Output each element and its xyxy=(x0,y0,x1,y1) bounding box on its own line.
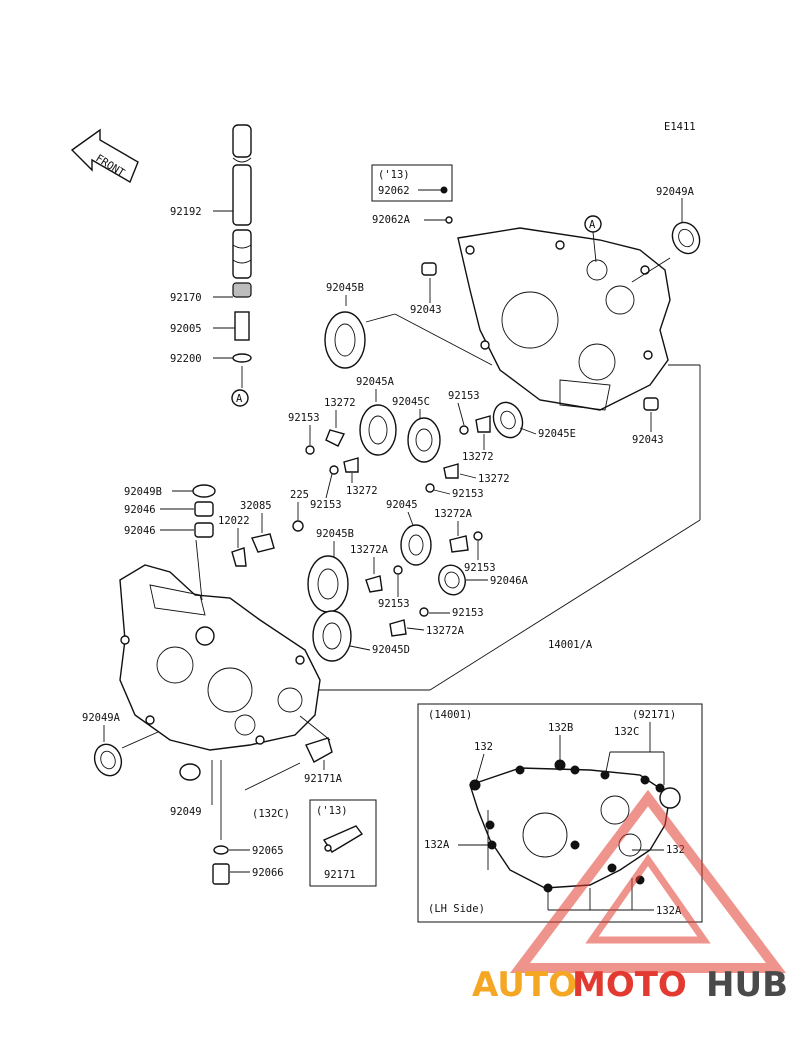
label-32085: 32085 xyxy=(240,500,272,512)
inset-132b: 132B xyxy=(548,722,573,734)
label-92192: 92192 xyxy=(170,206,202,218)
crankcase-right-half xyxy=(457,227,671,411)
label-12022: 12022 xyxy=(218,515,250,527)
label-13272-c: 13272 xyxy=(346,485,378,497)
label-92065: 92065 xyxy=(252,845,284,857)
label-92153-e: 92153 xyxy=(464,562,496,574)
label-92153-a: 92153 xyxy=(288,412,320,424)
label-13272a-1: 13272A xyxy=(350,544,389,556)
label-13272a-2: 13272A xyxy=(434,508,473,520)
diagram-code: E1411 xyxy=(664,121,696,133)
label-92062: 92062 xyxy=(378,185,410,197)
breather-hose xyxy=(232,124,252,388)
watermark-logo: AUTO MOTO HUB xyxy=(472,789,788,1005)
inset-92171-label: (92171) xyxy=(632,709,676,721)
label-92046-2: 92046 xyxy=(124,525,156,537)
label-92049a-top: 92049A xyxy=(656,186,695,198)
inset-132a-left: 132A xyxy=(424,839,450,851)
label-92049a-left: 92049A xyxy=(82,712,121,724)
note-box-13-bottom xyxy=(309,799,377,887)
label-92170: 92170 xyxy=(170,292,202,304)
label-92045d: 92045D xyxy=(372,644,410,656)
label-92046a: 92046A xyxy=(490,575,529,587)
inset-part-label: (14001) xyxy=(428,709,472,721)
label-225: 225 xyxy=(290,489,309,501)
label-132c-paren: (132C) xyxy=(252,808,290,820)
label-92049b: 92049B xyxy=(124,486,162,498)
bearing-92045b-top xyxy=(324,311,366,369)
label-92049: 92049 xyxy=(170,806,202,818)
label-92045e: 92045E xyxy=(538,428,576,440)
label-14001a: 14001/A xyxy=(548,639,593,651)
inset-132a-bottom: 132A xyxy=(656,905,682,917)
label-92200: 92200 xyxy=(170,353,202,365)
label-92046-1: 92046 xyxy=(124,504,156,516)
label-92043-top: 92043 xyxy=(410,304,442,316)
inset-side-label: (LH Side) xyxy=(428,903,485,915)
label-92153-b: 92153 xyxy=(448,390,480,402)
label-13272-d: 13272 xyxy=(478,473,510,485)
label-92045b-mid: 92045B xyxy=(316,528,354,540)
label-92171a: 92171A xyxy=(304,773,343,785)
label-92153-c: 92153 xyxy=(310,499,342,511)
front-arrow-icon: FRONT xyxy=(70,128,139,184)
label-92171: 92171 xyxy=(324,869,356,881)
inset-132-top: 132 xyxy=(474,741,493,753)
label-13272-b: 13272 xyxy=(462,451,494,463)
watermark-word-b: MOTO xyxy=(572,965,687,1005)
label-92045a: 92045A xyxy=(356,376,395,388)
label-92062a: 92062A xyxy=(372,214,411,226)
note-13-bottom: ('13) xyxy=(316,805,348,817)
watermark-word-c: HUB xyxy=(706,965,788,1005)
ref-a-left: A xyxy=(236,393,243,405)
label-92153-g: 92153 xyxy=(452,607,484,619)
label-13272a-3: 13272A xyxy=(426,625,465,637)
label-92045: 92045 xyxy=(386,499,418,511)
label-92045c: 92045C xyxy=(392,396,430,408)
label-92153-d: 92153 xyxy=(452,488,484,500)
label-92045b-top: 92045B xyxy=(326,282,364,294)
note-13-top: ('13) xyxy=(378,169,410,181)
inset-132c: 132C xyxy=(614,726,639,738)
label-92153-f: 92153 xyxy=(378,598,410,610)
label-92066: 92066 xyxy=(252,867,284,879)
label-13272-a: 13272 xyxy=(324,397,356,409)
label-92043-right: 92043 xyxy=(632,434,664,446)
label-92005: 92005 xyxy=(170,323,202,335)
watermark-word-a: AUTO xyxy=(472,965,577,1005)
crankcase-left-half xyxy=(119,564,321,751)
note-box-13-top xyxy=(371,164,453,202)
ref-a-right: A xyxy=(589,219,596,231)
ref-circle-a-left xyxy=(231,389,249,407)
